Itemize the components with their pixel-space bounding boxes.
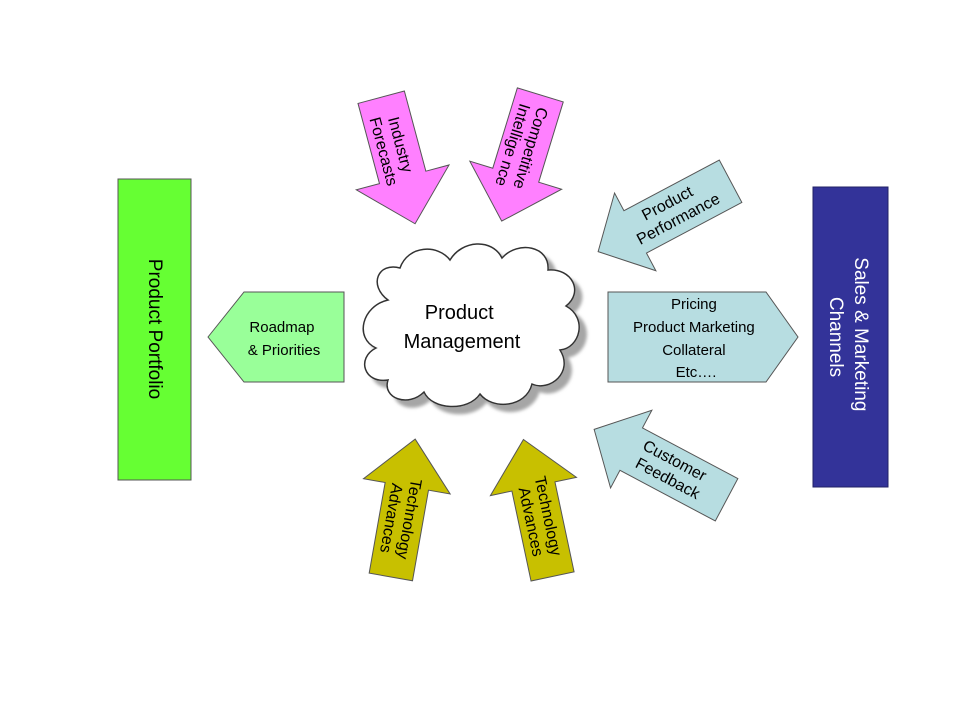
industry-forecasts-arrow: Industry Forecasts <box>354 90 451 225</box>
sales-channels-line2: Channels <box>825 297 846 377</box>
pricing-line2: Product Marketing <box>633 319 755 336</box>
pricing-line4: Etc…. <box>676 364 717 381</box>
product-management-cloud: Product Management <box>362 243 580 408</box>
svg-text:Pricing Product Marketin: Pricing Product Marketing Collateral Etc… <box>633 296 759 381</box>
sales-channels-line1: Sales & Marketing <box>850 257 871 411</box>
pricing-line3: Collateral <box>662 342 725 359</box>
roadmap-priorities-arrow: Roadmap & Priorities <box>207 291 345 383</box>
technology-advances-left-arrow: Technology Advances <box>362 438 452 582</box>
technology-advances-right-arrow: Technology Advances <box>489 438 578 582</box>
roadmap-line2: & Priorities <box>248 342 321 359</box>
svg-text:Sales & Marketing Channe: Sales & Marketing Channels <box>825 257 871 416</box>
pricing-line1: Pricing <box>671 296 717 313</box>
product-portfolio-box: Product Portfolio <box>117 178 192 481</box>
product-management-line2: Management <box>404 331 521 353</box>
pricing-marketing-arrow: Pricing Product Marketing Collateral Etc… <box>607 291 799 383</box>
product-management-line1: Product <box>425 302 494 324</box>
customer-feedback-arrow: Customer Feedback <box>593 409 739 522</box>
svg-text:Product Management: Product Management <box>404 302 521 353</box>
sales-marketing-channels-box: Sales & Marketing Channels <box>812 186 889 488</box>
product-performance-arrow: Product Performance <box>597 159 743 272</box>
competitive-intelligence-arrow: Competitive Intellige nce <box>468 87 564 222</box>
svg-text:Roadmap & Priorities: Roadmap & Priorities <box>248 319 321 359</box>
roadmap-line1: Roadmap <box>249 319 314 336</box>
product-portfolio-label: Product Portfolio <box>144 259 165 399</box>
